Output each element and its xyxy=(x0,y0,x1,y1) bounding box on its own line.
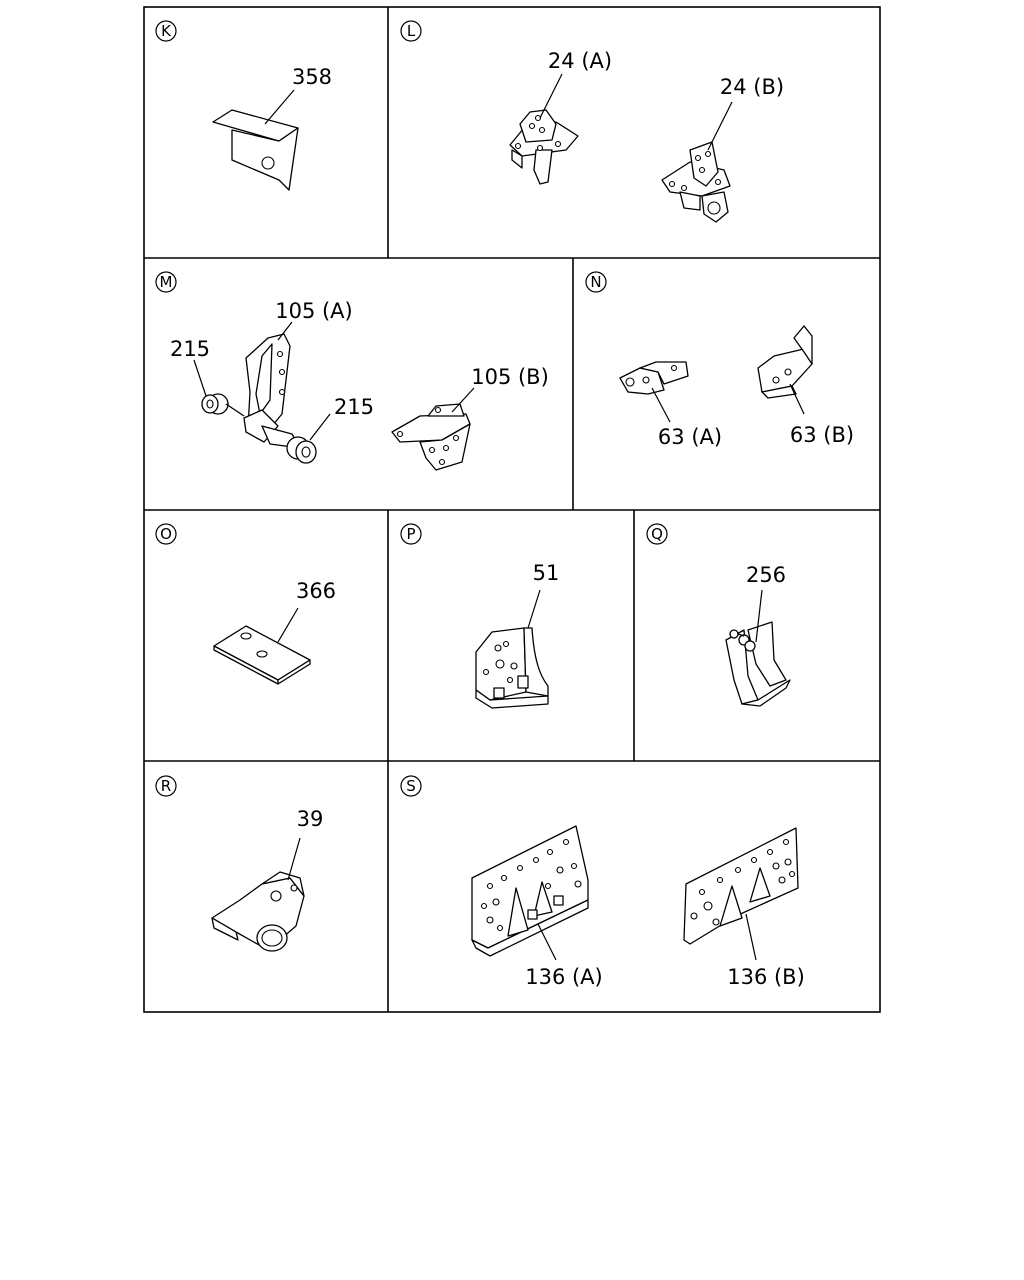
panel-m-badge: M xyxy=(155,271,177,293)
svg-text:O: O xyxy=(160,525,172,543)
callout-256: 256 xyxy=(746,563,786,587)
callout-63b: 63 (B) xyxy=(790,423,854,447)
panel-r: R 39 xyxy=(155,775,324,952)
callout-24a: 24 (A) xyxy=(548,49,612,73)
panel-k-badge: K xyxy=(155,20,177,42)
panel-q: Q 256 xyxy=(646,523,791,707)
part-105a-bracket xyxy=(243,333,301,449)
panel-l-badge: L xyxy=(400,20,422,42)
svg-text:N: N xyxy=(590,273,601,291)
callout-105a: 105 (A) xyxy=(275,299,353,323)
part-39-bracket xyxy=(211,871,305,952)
panel-r-badge: R xyxy=(155,775,177,797)
callout-136a: 136 (A) xyxy=(525,965,603,989)
panel-p: P 51 xyxy=(400,523,560,709)
svg-text:K: K xyxy=(161,22,172,40)
part-215-bushing-right xyxy=(286,436,317,464)
part-136a-panel xyxy=(471,825,589,957)
callout-215-right: 215 xyxy=(334,395,374,419)
panel-o-badge: O xyxy=(155,523,177,545)
callout-63a: 63 (A) xyxy=(658,425,722,449)
callout-24b: 24 (B) xyxy=(720,75,784,99)
callout-358: 358 xyxy=(292,65,332,89)
svg-text:S: S xyxy=(406,777,416,795)
panel-p-badge: P xyxy=(400,523,422,545)
part-105b-bracket xyxy=(391,403,471,471)
panel-n: N 63 (A) 63 (B) xyxy=(585,271,854,449)
grid-frame xyxy=(143,6,881,1013)
svg-text:M: M xyxy=(160,273,173,291)
panel-k: K 358 xyxy=(155,20,332,191)
panel-s-badge: S xyxy=(400,775,422,797)
part-51-bracket xyxy=(475,627,549,709)
part-24b-bracket xyxy=(661,141,731,223)
panel-o: O 366 xyxy=(155,523,336,685)
svg-text:P: P xyxy=(406,525,415,543)
callout-215-left: 215 xyxy=(170,337,210,361)
part-63a-bracket xyxy=(619,361,689,395)
svg-text:L: L xyxy=(407,22,416,40)
callout-366: 366 xyxy=(296,579,336,603)
part-24a-bracket xyxy=(509,109,579,185)
callout-39: 39 xyxy=(297,807,324,831)
callout-105b: 105 (B) xyxy=(471,365,549,389)
callout-136b: 136 (B) xyxy=(727,965,805,989)
callout-51: 51 xyxy=(533,561,560,585)
panel-n-badge: N xyxy=(585,271,607,293)
svg-text:Q: Q xyxy=(651,525,663,543)
part-256-bracket xyxy=(725,621,791,707)
panel-l: L 24 (A) xyxy=(400,20,784,223)
svg-text:R: R xyxy=(161,777,171,795)
part-136b-panel xyxy=(683,827,799,945)
panel-m: M 105 (A) 215 215 xyxy=(155,271,549,471)
part-358-bracket xyxy=(212,109,299,191)
part-366-plate xyxy=(213,625,311,685)
part-63b-bracket xyxy=(757,325,813,399)
part-215-bushing-left xyxy=(201,393,245,417)
panel-s: S 136 (A) xyxy=(400,775,805,989)
panel-q-badge: Q xyxy=(646,523,668,545)
